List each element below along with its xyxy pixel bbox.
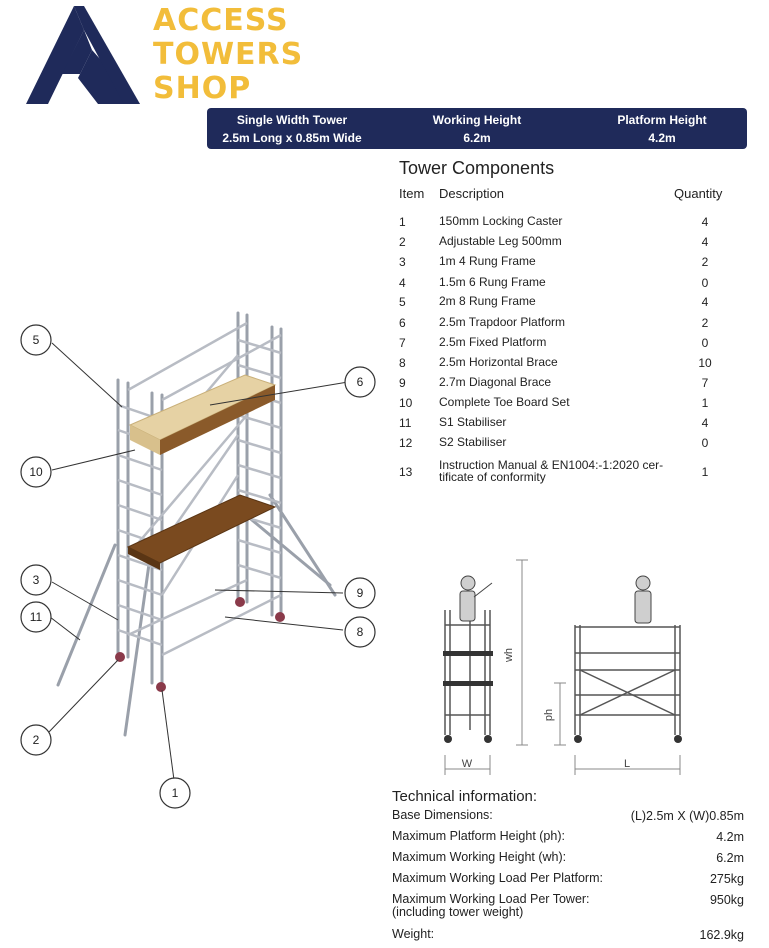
row-quantity: 4 [701, 416, 709, 430]
callout-3 [20, 564, 52, 596]
row-item: 12 [399, 436, 413, 450]
header-platform-height-value: 4.2m [648, 131, 676, 145]
row-description: 1m 4 Rung Frame [439, 254, 536, 268]
tech-label: Weight: [392, 927, 435, 941]
row-description: Complete Toe Board Set [439, 395, 570, 409]
stabiliser-left-front [56, 543, 117, 687]
header-tower-type-title: Single Width Tower [236, 113, 348, 127]
row-quantity: 4 [701, 235, 709, 249]
col-header-item: Item [399, 186, 425, 201]
callout-label-8: 8 [357, 625, 364, 639]
header-working-height-title: Working Height [432, 113, 522, 127]
callout-label-3: 3 [33, 573, 40, 587]
row-item: 13 [399, 465, 413, 479]
row-item: 9 [399, 376, 406, 390]
row-item: 1 [399, 215, 406, 229]
callout-label-9: 9 [357, 586, 364, 600]
callout-1 [159, 777, 191, 809]
row-description: 2.5m Horizontal Brace [439, 355, 558, 369]
row-item: 8 [399, 356, 406, 370]
diagram-label-ph: ph [543, 709, 555, 721]
col-header-description: Description [439, 186, 505, 201]
tech-value: 6.2m [716, 851, 744, 865]
col-header-quantity: Quantity [674, 186, 723, 201]
tower-spec-header-bar: Single Width Tower 2.5m Long x 0.85m Wid… [207, 108, 747, 149]
callout-label-1: 1 [172, 786, 179, 800]
logo-word-towers: TOWERS [153, 37, 304, 72]
stabiliser-left-rear [123, 555, 152, 737]
row-quantity: 2 [701, 316, 709, 330]
logo-word-shop: SHOP [153, 71, 252, 106]
row-item: 7 [399, 336, 406, 350]
row-quantity: 7 [701, 376, 709, 390]
tower-illustration: 5 6 10 3 11 9 8 2 1 [20, 311, 376, 809]
row-item: 5 [399, 295, 406, 309]
tower-components-title: Tower Components [399, 158, 555, 178]
technical-information-title: Technical information: [392, 788, 538, 805]
row-description: Adjustable Leg 500mm [439, 234, 562, 248]
tech-label: Base Dimensions: [392, 808, 493, 822]
row-description: S2 Stabiliser [439, 435, 507, 449]
tech-value: 162.9kg [699, 928, 744, 942]
access-towers-shop-logo-icon [26, 6, 140, 104]
row-quantity: 1 [701, 396, 709, 410]
callout-label-6: 6 [357, 375, 364, 389]
row-item: 2 [399, 235, 406, 249]
row-quantity: 2 [701, 255, 709, 269]
tech-label: Maximum Working Load Per Platform: [392, 871, 603, 885]
row-description: 2m 8 Rung Frame [439, 294, 536, 308]
tech-value: 275kg [709, 872, 744, 886]
row-item: 3 [399, 255, 406, 269]
row-quantity: 0 [701, 436, 709, 450]
diagram-label-wh: wh [503, 648, 515, 663]
row-description: 1.5m 6 Rung Frame [439, 275, 546, 289]
row-quantity: 1 [701, 465, 709, 479]
header-working-height-value: 6.2m [463, 131, 491, 145]
callout-6 [344, 366, 376, 398]
callout-9 [344, 577, 376, 609]
row-description: 2.5m Fixed Platform [439, 335, 547, 349]
row-quantity: 4 [701, 295, 709, 309]
header-tower-size-value: 2.5m Long x 0.85m Wide [222, 131, 362, 145]
row-quantity: 0 [701, 276, 709, 290]
row-quantity: 0 [701, 336, 709, 350]
row-quantity: 10 [698, 356, 712, 370]
diagram-label-l: L [624, 758, 630, 770]
tech-label: Maximum Platform Height (ph): [392, 829, 565, 843]
tech-value: 4.2m [716, 830, 744, 844]
row-description: S1 Stabiliser [439, 415, 507, 429]
diagram-label-w: W [462, 758, 473, 770]
row-description: 2.5m Trapdoor Platform [439, 315, 566, 329]
callout-label-11: 11 [30, 610, 43, 624]
callout-label-5: 5 [33, 333, 40, 347]
logo-word-access: ACCESS [153, 3, 289, 38]
tech-label: Maximum Working Height (wh): [392, 850, 567, 864]
callout-2 [20, 724, 52, 756]
tech-value: (L)2.5m X (W)0.85m [630, 809, 744, 823]
callout-11 [20, 601, 52, 633]
row-item: 11 [399, 416, 412, 430]
tower-dimension-diagrams: wh W ph L [443, 559, 682, 775]
row-item: 4 [399, 276, 406, 290]
tech-label: Maximum Working Load Per Tower: (includi… [392, 892, 590, 919]
row-item: 6 [399, 316, 406, 330]
callout-label-10: 10 [29, 465, 43, 479]
row-description: 2.7m Diagonal Brace [439, 375, 552, 389]
tech-value: 950kg [709, 893, 744, 907]
callout-10 [20, 456, 52, 488]
row-quantity: 4 [701, 215, 709, 229]
row-description: 150mm Locking Caster [439, 214, 563, 228]
row-description: Instruction Manual & EN1004:-1:2020 cer-… [439, 458, 664, 484]
callout-5 [20, 324, 52, 356]
header-platform-height-title: Platform Height [617, 113, 707, 127]
callout-8 [344, 616, 376, 648]
callout-label-2: 2 [33, 733, 40, 747]
row-item: 10 [399, 396, 413, 410]
